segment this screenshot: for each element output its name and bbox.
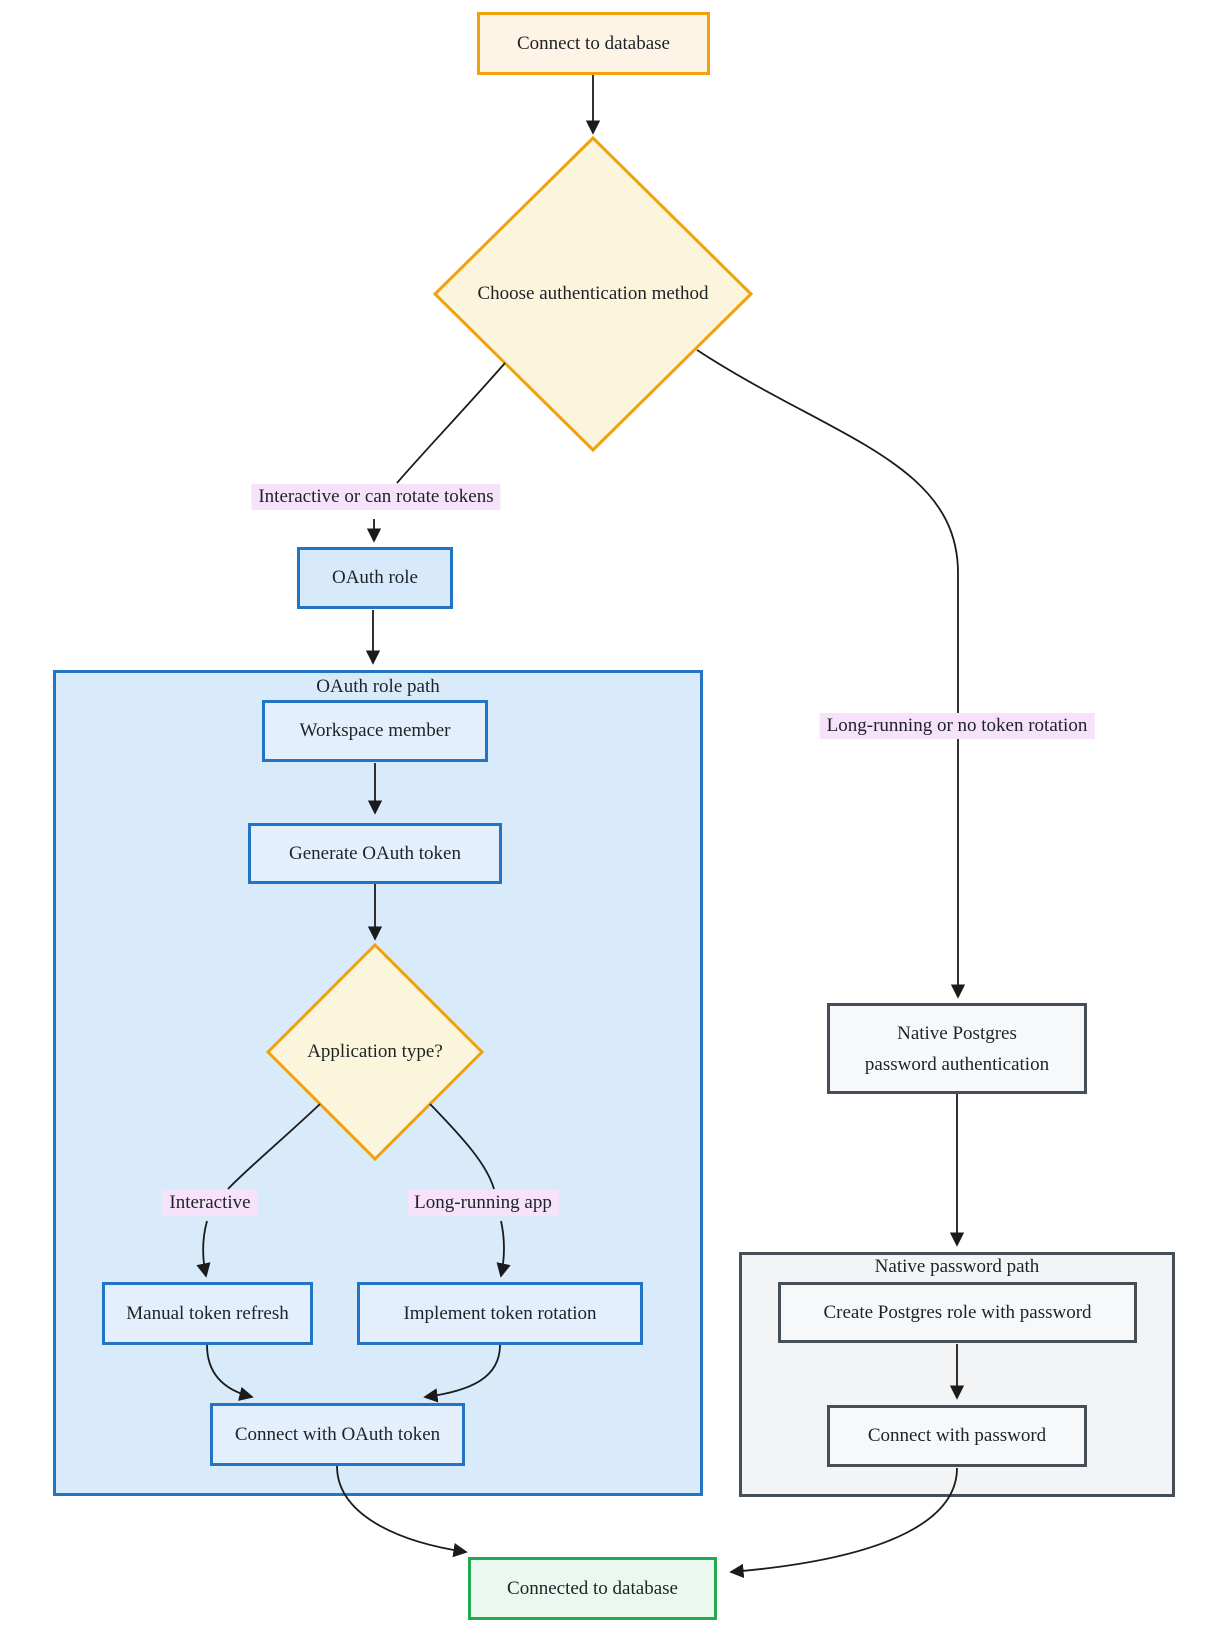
node-connect-with-password: Connect with password: [827, 1405, 1087, 1467]
node-label-line1: Native Postgres: [897, 1022, 1017, 1044]
edge-apptype-to-interactive-label: [227, 1103, 321, 1190]
edge-label-long-running-app: Long-running app: [407, 1190, 559, 1216]
edge-interactive-label-to-manual: [196, 1220, 211, 1278]
edge-manual-to-connect-oauth: [206, 1344, 254, 1401]
decision-application-type: Application type?: [307, 1041, 443, 1062]
edge-label-interactive-or-can-rotate-tokens: Interactive or can rotate tokens: [251, 484, 501, 510]
edge-label-long-running-or-no-token-rotation: Long-running or no token rotation: [819, 713, 1095, 739]
node-connected-to-database: Connected to database: [468, 1557, 717, 1620]
node-label-line2: password authentication: [864, 1053, 1050, 1075]
edge-connect-password-to-connected: [729, 1467, 958, 1579]
edge-label-interactive: Interactive: [162, 1190, 258, 1216]
edge-longrunning-label-to-rotation: [496, 1220, 511, 1278]
node-connect-to-database: Connect to database: [477, 12, 710, 75]
edge-apptype-to-longrunning-label: [429, 1103, 495, 1190]
edge-rotation-to-connect-oauth: [423, 1344, 501, 1403]
node-workspace-member: Workspace member: [262, 700, 488, 762]
edge-connect-oauth-to-connected: [336, 1465, 468, 1558]
node-oauth-role: OAuth role: [297, 547, 453, 609]
node-create-postgres-role-with-password: Create Postgres role with password: [778, 1282, 1137, 1343]
node-native-postgres-password-authentication: Native Postgres password authentication: [827, 1003, 1087, 1094]
decision-shape-application-type: [265, 942, 485, 1162]
node-implement-token-rotation: Implement token rotation: [357, 1282, 643, 1345]
edge-choose-to-native-auth: [696, 349, 966, 999]
subgraph-title-native-password-path: Native password path: [874, 1256, 1040, 1277]
edge-choose-to-oauth-label: [396, 362, 506, 484]
decision-choose-authentication-method: Choose authentication method: [477, 283, 709, 304]
subgraph-title-oauth-role-path: OAuth role path: [316, 676, 440, 697]
decision-shape-choose-auth: [432, 135, 754, 453]
node-connect-with-oauth-token: Connect with OAuth token: [210, 1403, 465, 1466]
node-generate-oauth-token: Generate OAuth token: [248, 823, 502, 884]
node-manual-token-refresh: Manual token refresh: [102, 1282, 313, 1345]
